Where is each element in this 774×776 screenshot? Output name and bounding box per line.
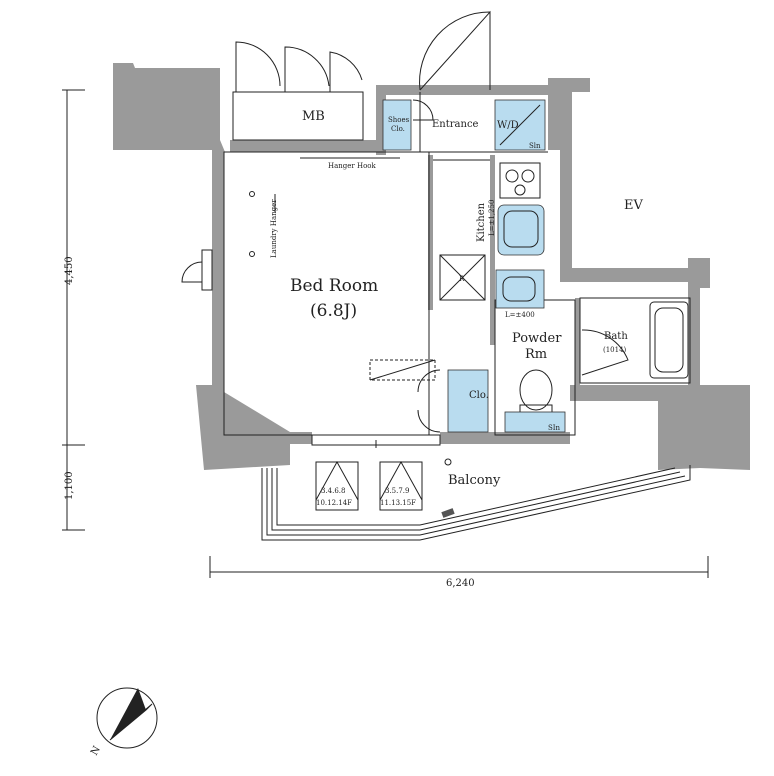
drain-slot — [441, 508, 455, 518]
partition-bath — [575, 298, 580, 388]
shoes-door — [412, 99, 434, 121]
compass-north-label: N — [89, 744, 103, 757]
shoes-label-2: Clo. — [391, 125, 405, 133]
bath-door — [581, 329, 629, 376]
bath-size: (1014) — [603, 346, 627, 354]
powder-label-1: Powder — [512, 331, 562, 346]
outdoor-unit-2-line1: 3.5.7.9 — [385, 487, 410, 495]
entrance-label: Entrance — [432, 119, 479, 130]
drain-point — [444, 458, 452, 466]
partition-powder — [490, 155, 495, 345]
outdoor-unit-2 — [379, 460, 423, 511]
powder-label-2: Rm — [525, 347, 547, 362]
hanger-hook-label: Hanger Hook — [328, 162, 377, 170]
closet-label: Clo. — [469, 390, 489, 401]
north-compass — [96, 687, 158, 749]
kitchen-label: Kitchen — [476, 202, 487, 242]
walls — [113, 63, 750, 470]
washbasin — [495, 269, 545, 309]
slot-label-2: SIn — [548, 424, 561, 432]
closet-door — [417, 369, 441, 433]
ev-label: EV — [624, 198, 643, 213]
right-wall-upper — [688, 258, 710, 288]
shoes-label-1: Shoes — [388, 116, 410, 124]
outdoor-unit-1-line2: 10.12.14F — [316, 499, 352, 507]
ev-wall — [548, 78, 708, 405]
top-wall-entrance — [376, 85, 386, 155]
laundry-hanger-label: Laundry Hanger — [270, 199, 278, 258]
outdoor-unit-1 — [315, 460, 359, 511]
left-top-wall — [113, 63, 225, 152]
bottom-wall-left — [290, 432, 312, 444]
bedroom-closet — [447, 369, 489, 433]
shoes-closet — [382, 99, 412, 151]
kitchen-sub-label: L=±1,250 — [488, 200, 496, 236]
toilet — [519, 369, 553, 416]
right-bottom-wall — [658, 385, 750, 470]
dimension-width: 6,240 — [446, 578, 475, 589]
bath-label: Bath — [604, 331, 628, 342]
toilet-shelf — [504, 411, 566, 433]
bedroom-label: Bed Room — [290, 276, 378, 296]
sink-size-label: L=±400 — [505, 311, 535, 319]
dimension-height-upper: 4,450 — [64, 256, 75, 285]
outdoor-unit-1-line1: 3.4.6.8 — [321, 487, 346, 495]
dimension-lines — [62, 89, 709, 578]
entrance-door[interactable] — [419, 10, 491, 91]
stove — [499, 162, 541, 199]
kitchen-sink — [497, 204, 545, 256]
wd-label: W/D — [497, 120, 519, 131]
outdoor-unit-2-line2: 11.13.15F — [380, 499, 416, 507]
hanger-point-1 — [249, 191, 255, 197]
mb-label: MB — [302, 109, 325, 124]
refrigerator-label: R — [459, 275, 465, 283]
top-wall-right — [383, 85, 553, 95]
balcony-railing — [261, 465, 691, 541]
mb-doors — [235, 41, 363, 92]
left-bottom-wall — [196, 385, 290, 470]
partition-kitchen — [428, 155, 433, 310]
balcony-label: Balcony — [448, 473, 501, 488]
bedroom-size: (6.8J) — [310, 301, 357, 321]
bottom-wall-mid — [440, 432, 570, 444]
bath-bottom-wall — [570, 385, 660, 401]
left-wall — [212, 150, 224, 440]
refrigerator — [439, 254, 486, 301]
top-wall-mb — [230, 140, 380, 152]
dimension-height-lower: 1,100 — [64, 471, 75, 500]
hanger-point-2 — [249, 251, 255, 257]
slot-label-1: Sln — [529, 142, 541, 150]
bathtub — [649, 301, 689, 379]
bedroom-side-door[interactable] — [181, 249, 213, 291]
